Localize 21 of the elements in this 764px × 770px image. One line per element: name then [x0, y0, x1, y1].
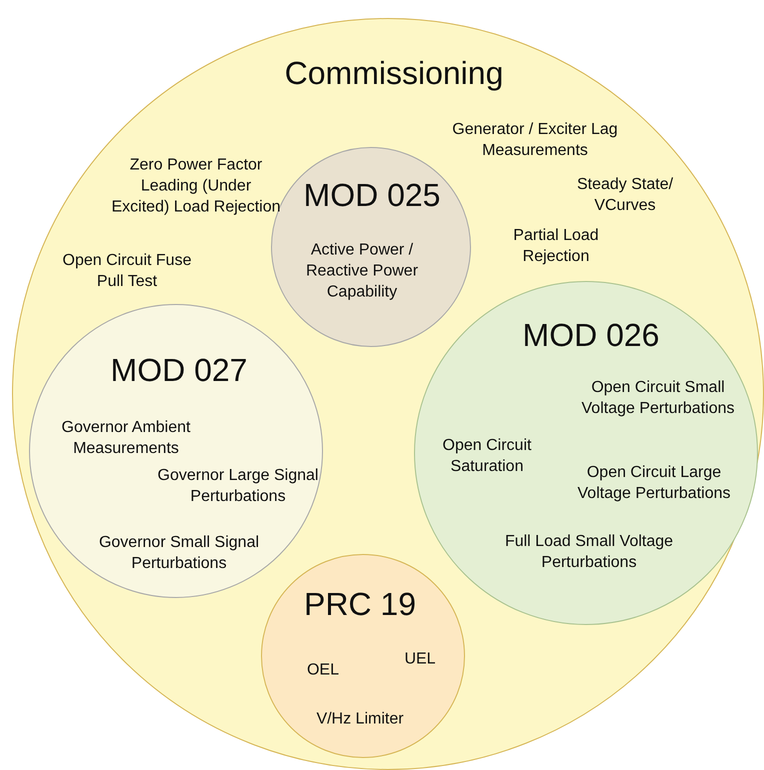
test-label: Partial Load Rejection: [512, 226, 600, 267]
test-label: Governor Large Signal Perturbations: [156, 466, 320, 507]
test-label: Generator / Exciter Lag Measurements: [451, 120, 619, 161]
test-label: Governor Small Signal Perturbations: [98, 533, 260, 574]
test-label: OEL: [306, 660, 340, 680]
circle-title: Commissioning: [284, 55, 504, 91]
test-label: Governor Ambient Measurements: [60, 418, 192, 459]
test-label: Open Circuit Large Voltage Perturbations: [576, 463, 732, 504]
test-label: Open Circuit Small Voltage Perturbations: [580, 378, 736, 419]
circle-title: PRC 19: [304, 586, 416, 622]
test-label: Steady State/ VCurves: [576, 175, 674, 216]
circle-title: MOD 027: [110, 352, 248, 388]
test-label: Open Circuit Fuse Pull Test: [62, 251, 192, 292]
test-label: Open Circuit Saturation: [442, 436, 532, 477]
test-label: Active Power / Reactive Power Capability: [304, 240, 420, 302]
test-label: V/Hz Limiter: [315, 710, 405, 730]
test-label: Full Load Small Voltage Perturbations: [504, 532, 674, 573]
test-label: Zero Power Factor Leading (Under Excited) Load Rejection: [111, 156, 281, 218]
circle-title: MOD 026: [522, 317, 660, 353]
circle-title: MOD 025: [304, 177, 440, 213]
test-label: UEL: [403, 650, 437, 670]
